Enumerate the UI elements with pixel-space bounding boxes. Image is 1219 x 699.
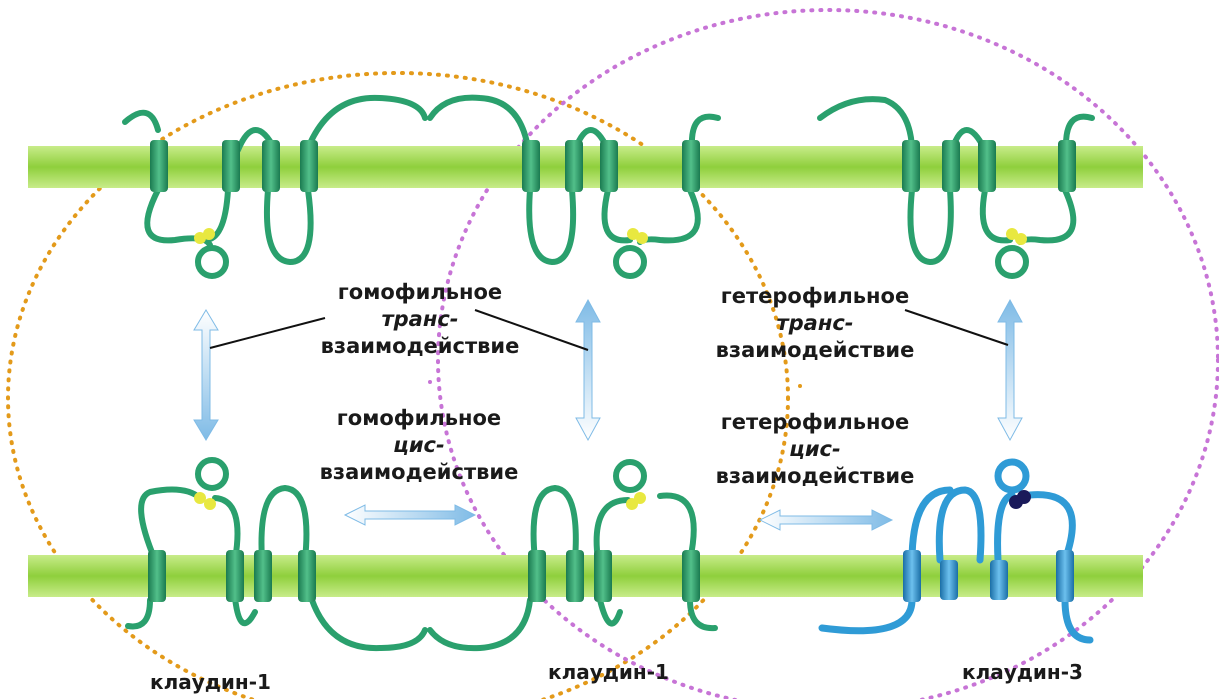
zinc-dot [203, 228, 215, 240]
helix-cylinder [300, 140, 318, 192]
arrow-left-vertical [194, 310, 218, 440]
homo-trans-line-1: гомофильное [320, 282, 520, 303]
homo-trans-line-2: транс- [320, 309, 520, 330]
helix-cylinder [262, 140, 280, 192]
double-arrow-icon [345, 505, 475, 525]
helix-cylinder [1056, 550, 1074, 602]
helix-cylinder [148, 550, 166, 602]
arrow-right-horizontal [760, 510, 892, 530]
center-dot [428, 380, 432, 384]
homo-trans-label: гомофильное транс- взаимодействие [320, 282, 520, 357]
homo-cis-line-2: цис- [312, 435, 526, 456]
hetero-cis-line-3: взаимодействие [705, 466, 925, 487]
helix-cylinder [902, 140, 920, 192]
helix-cylinder [528, 550, 546, 602]
homo-cis-label: гомофильное цис- взаимодействие [312, 408, 526, 483]
helix-cylinder [682, 550, 700, 602]
helix-cylinder [903, 550, 921, 602]
hetero-cis-line-1: гетерофильное [705, 412, 925, 433]
hetero-trans-line-1: гетерофильное [705, 286, 925, 307]
helix-cylinder [990, 560, 1008, 600]
helix-cylinder [522, 140, 540, 192]
helix-cylinder [594, 550, 612, 602]
double-arrow-icon [576, 300, 600, 440]
hetero-trans-line-2: транс- [705, 313, 925, 334]
helix-cylinder [565, 140, 583, 192]
homo-trans-line-3: взаимодействие [320, 336, 520, 357]
upper-membrane [28, 146, 1143, 188]
zinc-dot [1015, 233, 1027, 245]
hetero-trans-label: гетерофильное транс- взаимодействие [705, 286, 925, 361]
helix-cylinder [978, 140, 996, 192]
hetero-cis-label: гетерофильное цис- взаимодействие [705, 412, 925, 487]
hetero-trans-line-3: взаимодействие [705, 340, 925, 361]
dark-dot [1017, 490, 1031, 504]
lower-membrane [28, 555, 1143, 597]
zinc-dot [204, 498, 216, 510]
helix-cylinder [600, 140, 618, 192]
arrow-middle-vertical [576, 300, 600, 440]
helix-cylinder [566, 550, 584, 602]
helix-cylinder [940, 560, 958, 600]
helix-cylinder [682, 140, 700, 192]
helix-cylinder [942, 140, 960, 192]
bottom-protein-left [128, 460, 425, 648]
claudin-left-label: клаудин-1 [150, 672, 271, 692]
bottom-protein-right [822, 462, 1090, 640]
hetero-cis-line-2: цис- [705, 439, 925, 460]
helix-cylinder [298, 550, 316, 602]
helix-cylinder [254, 550, 272, 602]
helix-cylinder [150, 140, 168, 192]
helix-cylinder [226, 550, 244, 602]
arrow-right-vertical [998, 300, 1022, 440]
homo-cis-line-3: взаимодействие [312, 462, 526, 483]
claudin-right-label: клаудин-3 [962, 662, 1083, 682]
pointer-line [210, 318, 325, 348]
double-arrow-icon [760, 510, 892, 530]
center-dot [798, 384, 802, 388]
double-arrow-icon [998, 300, 1022, 440]
helix-cylinder [222, 140, 240, 192]
zinc-dot [634, 492, 646, 504]
homo-cis-line-1: гомофильное [312, 408, 526, 429]
arrow-left-horizontal [345, 505, 475, 525]
double-arrow-icon [194, 310, 218, 440]
zinc-dot [636, 232, 648, 244]
zinc-dot [194, 492, 206, 504]
claudin-middle-label: клаудин-1 [548, 662, 669, 682]
helix-cylinder [1058, 140, 1076, 192]
